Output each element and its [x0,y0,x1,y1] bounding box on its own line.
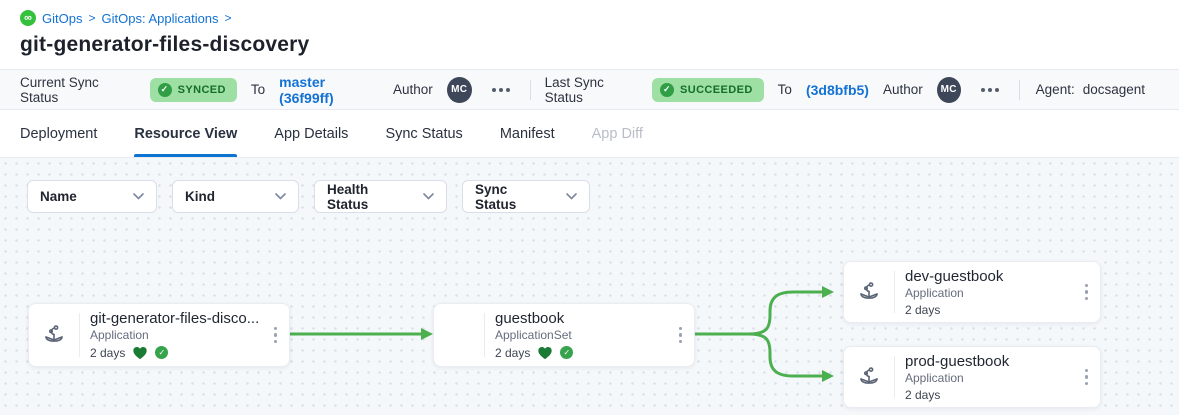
app-tabs: Deployment Resource View App Details Syn… [0,110,1179,158]
card-divider [894,271,895,313]
node-kind: Application [905,285,964,300]
breadcrumb: ∞ GitOps > GitOps: Applications > [20,10,1159,26]
health-heart-icon [133,347,148,360]
node-kind: Application [905,370,964,385]
last-sync-revision-link[interactable]: (3d8bfb5) [805,81,869,98]
current-sync-group: Current Sync Status ✓ SYNCED To master (… [20,74,516,106]
breadcrumb-link-gitops[interactable]: GitOps [42,10,83,26]
last-sync-to-label: To [777,82,792,97]
sync-check-icon: ✓ [155,346,169,359]
chevron-down-icon [133,193,144,200]
application-resource-icon [844,279,894,305]
tab-manifest[interactable]: Manifest [499,125,555,142]
node-age: 2 days [905,302,941,317]
tab-app-details[interactable]: App Details [274,125,349,142]
node-age: 2 days [495,345,531,360]
resource-graph-canvas: Name Kind Health Status Sync Status [0,158,1179,415]
filter-sync-status-dropdown[interactable]: Sync Status [462,180,590,213]
card-divider [484,313,485,357]
breadcrumb-link-applications[interactable]: GitOps: Applications [101,10,219,26]
node-kind: ApplicationSet [495,328,572,342]
agent-value: docsagent [1082,82,1146,97]
last-sync-label: Last Sync Status [544,74,604,105]
last-sync-status-text: SUCCEEDED [680,83,753,96]
health-heart-icon [538,347,553,360]
node-title: prod-guestbook [905,352,1010,370]
card-divider [894,356,895,398]
tab-app-diff: App Diff [591,125,643,142]
filter-label: Sync Status [475,181,517,212]
node-title: git-generator-files-disco... [90,310,260,327]
agent-group: Agent: docsagent [1036,82,1145,97]
chevron-down-icon [566,193,577,200]
more-actions-icon[interactable] [486,84,516,96]
chevron-down-icon [275,193,286,200]
node-title: guestbook [495,310,565,327]
current-sync-label: Current Sync Status [20,74,99,105]
node-body: prod-guestbook Application 2 days [895,346,1077,409]
author-avatar[interactable]: MC [936,76,961,103]
node-menu-icon[interactable] [671,321,695,350]
sync-status-bar: Current Sync Status ✓ SYNCED To master (… [0,69,1179,110]
node-menu-icon[interactable] [266,321,290,350]
gitops-logo-icon: ∞ [20,10,36,26]
node-age-row: 2 days [905,388,1073,402]
node-age-row: 2 days ✓ [495,345,667,360]
filter-health-status-dropdown[interactable]: Health Status [314,180,447,213]
filter-label: Name [40,189,77,204]
status-bar-divider [529,79,531,100]
node-menu-icon[interactable] [1077,363,1101,392]
current-sync-revision-link[interactable]: master (36f99ff) [279,73,334,106]
graph-node-prod-guestbook[interactable]: prod-guestbook Application 2 days [843,346,1101,408]
last-sync-status-badge: ✓ SUCCEEDED [652,77,764,102]
page-header: ∞ GitOps > GitOps: Applications > git-ge… [0,0,1179,69]
application-resource-icon [29,322,79,348]
node-menu-icon[interactable] [1077,278,1101,307]
node-age-row: 2 days [905,303,1073,317]
node-title: dev-guestbook [905,267,1004,285]
tab-sync-status[interactable]: Sync Status [385,125,463,142]
filter-name-dropdown[interactable]: Name [27,180,157,213]
node-body: dev-guestbook Application 2 days [895,261,1077,324]
node-age-row: 2 days ✓ [90,345,262,360]
node-age: 2 days [905,387,941,402]
breadcrumb-separator: > [224,11,232,25]
node-kind: Application [90,328,149,342]
current-sync-status-text: SYNCED [177,83,226,96]
graph-node-dev-guestbook[interactable]: dev-guestbook Application 2 days [843,261,1101,323]
chevron-down-icon [423,193,434,200]
node-body: git-generator-files-disco... Application… [80,303,266,367]
check-circle-icon: ✓ [157,82,172,97]
check-circle-icon: ✓ [660,82,674,97]
tab-deployment[interactable]: Deployment [20,125,98,142]
current-sync-status-badge: ✓ SYNCED [149,77,237,102]
filter-label: Health Status [327,181,369,212]
page-title: git-generator-files-discovery [20,33,310,56]
status-bar-divider [1018,79,1020,100]
node-body: guestbook ApplicationSet 2 days ✓ [485,303,671,367]
current-sync-author-label: Author [392,82,433,97]
graph-filters: Name Kind Health Status Sync Status [27,180,590,213]
author-avatar[interactable]: MC [446,76,472,103]
last-sync-author-label: Author [882,82,923,97]
filter-label: Kind [185,189,215,204]
filter-kind-dropdown[interactable]: Kind [172,180,299,213]
graph-node-guestbook[interactable]: guestbook ApplicationSet 2 days ✓ [433,303,695,367]
application-resource-icon [844,364,894,390]
tab-resource-view[interactable]: Resource View [134,110,237,157]
card-divider [79,313,80,357]
more-actions-icon[interactable] [975,84,1005,96]
graph-node-git-generator-files-discovery[interactable]: git-generator-files-disco... Application… [28,303,290,367]
last-sync-group: Last Sync Status ✓ SUCCEEDED To (3d8bfb5… [545,75,1005,105]
sync-check-icon: ✓ [560,346,574,359]
breadcrumb-separator: > [88,11,96,25]
node-age: 2 days [90,345,126,360]
current-sync-to-label: To [250,82,266,97]
agent-label: Agent: [1035,82,1075,97]
